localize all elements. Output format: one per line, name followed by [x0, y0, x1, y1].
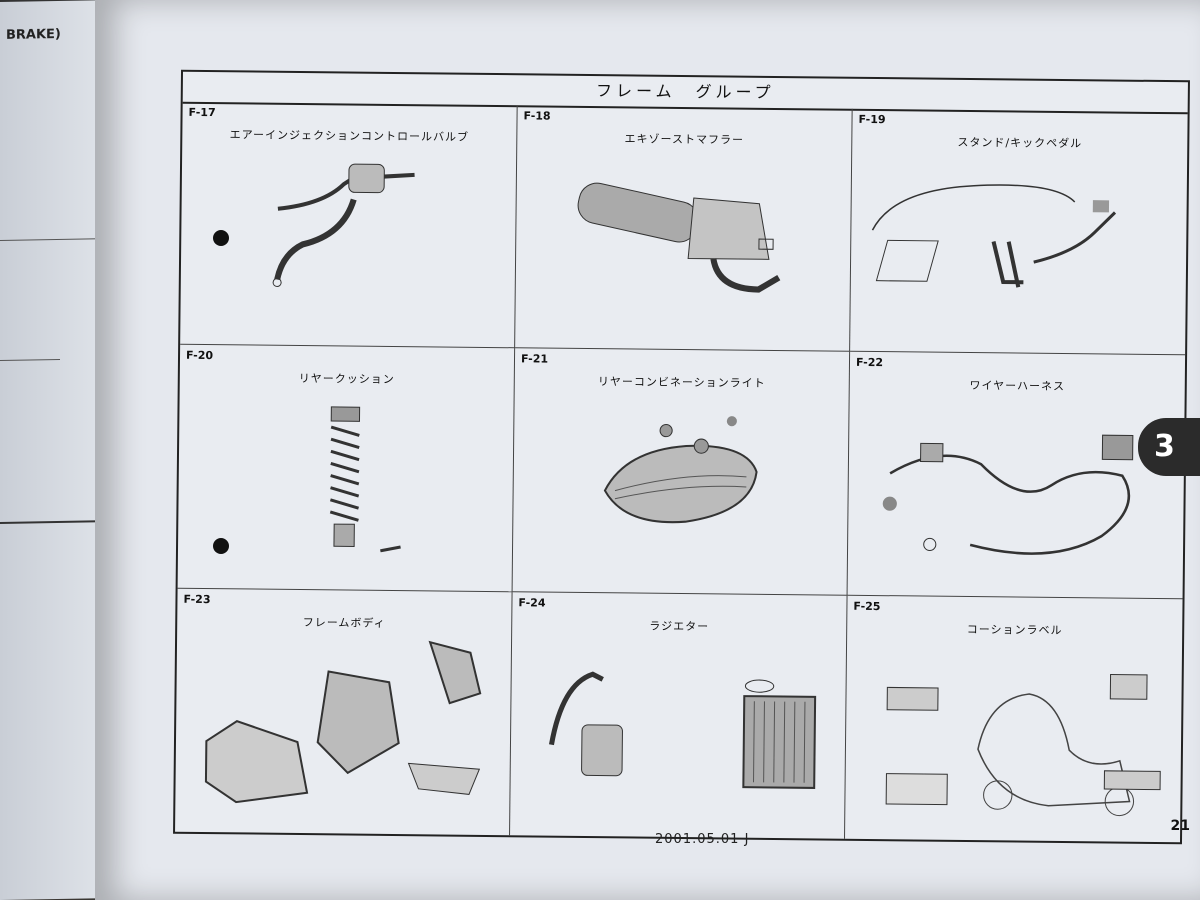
section-f21: F-21 リヤーコンビネーションライト [512, 348, 851, 596]
section-f18: F-18 エキゾーストマフラー [515, 105, 853, 353]
taillight-diagram [603, 416, 758, 524]
radiator-diagram [548, 671, 817, 789]
section-f24: F-24 ラジエター [510, 591, 848, 839]
section-f20: F-20 リヤークッション [177, 345, 516, 592]
stand-diagram [871, 184, 1117, 288]
valve-diagram [272, 163, 415, 288]
left-page-label: BRAKE) [6, 26, 61, 43]
caution-label-diagram [885, 673, 1161, 816]
frame-body-diagram [204, 640, 482, 803]
chapter-tab: 3 [1138, 418, 1200, 476]
page-number: 21 [1170, 818, 1190, 834]
harness-diagram [882, 435, 1134, 556]
footer-date: 2001.05.01 J [655, 832, 750, 847]
section-f22: F-22 ワイヤーハーネス [847, 352, 1186, 599]
muffler-diagram [577, 182, 781, 293]
section-f17: F-17 エアーインジェクションコントロールバルブ [180, 101, 518, 349]
manual-page: フレーム グループ F-17 エアーインジェクションコントロールバルブ F-18… [95, 0, 1200, 900]
shock-diagram [329, 406, 401, 553]
section-f19: F-19 スタンド/キックペダル [850, 108, 1188, 356]
section-grid: F-17 エアーインジェクションコントロールバルブ F-18 エキゾーストマフラ… [175, 101, 1188, 842]
binder-ring [213, 538, 229, 554]
section-f25: F-25 コーションラベル [845, 595, 1183, 842]
section-f23: F-23 フレームボディ [175, 588, 513, 836]
binder-ring [213, 230, 229, 246]
parts-sheet: フレーム グループ F-17 エアーインジェクションコントロールバルブ F-18… [173, 69, 1190, 845]
